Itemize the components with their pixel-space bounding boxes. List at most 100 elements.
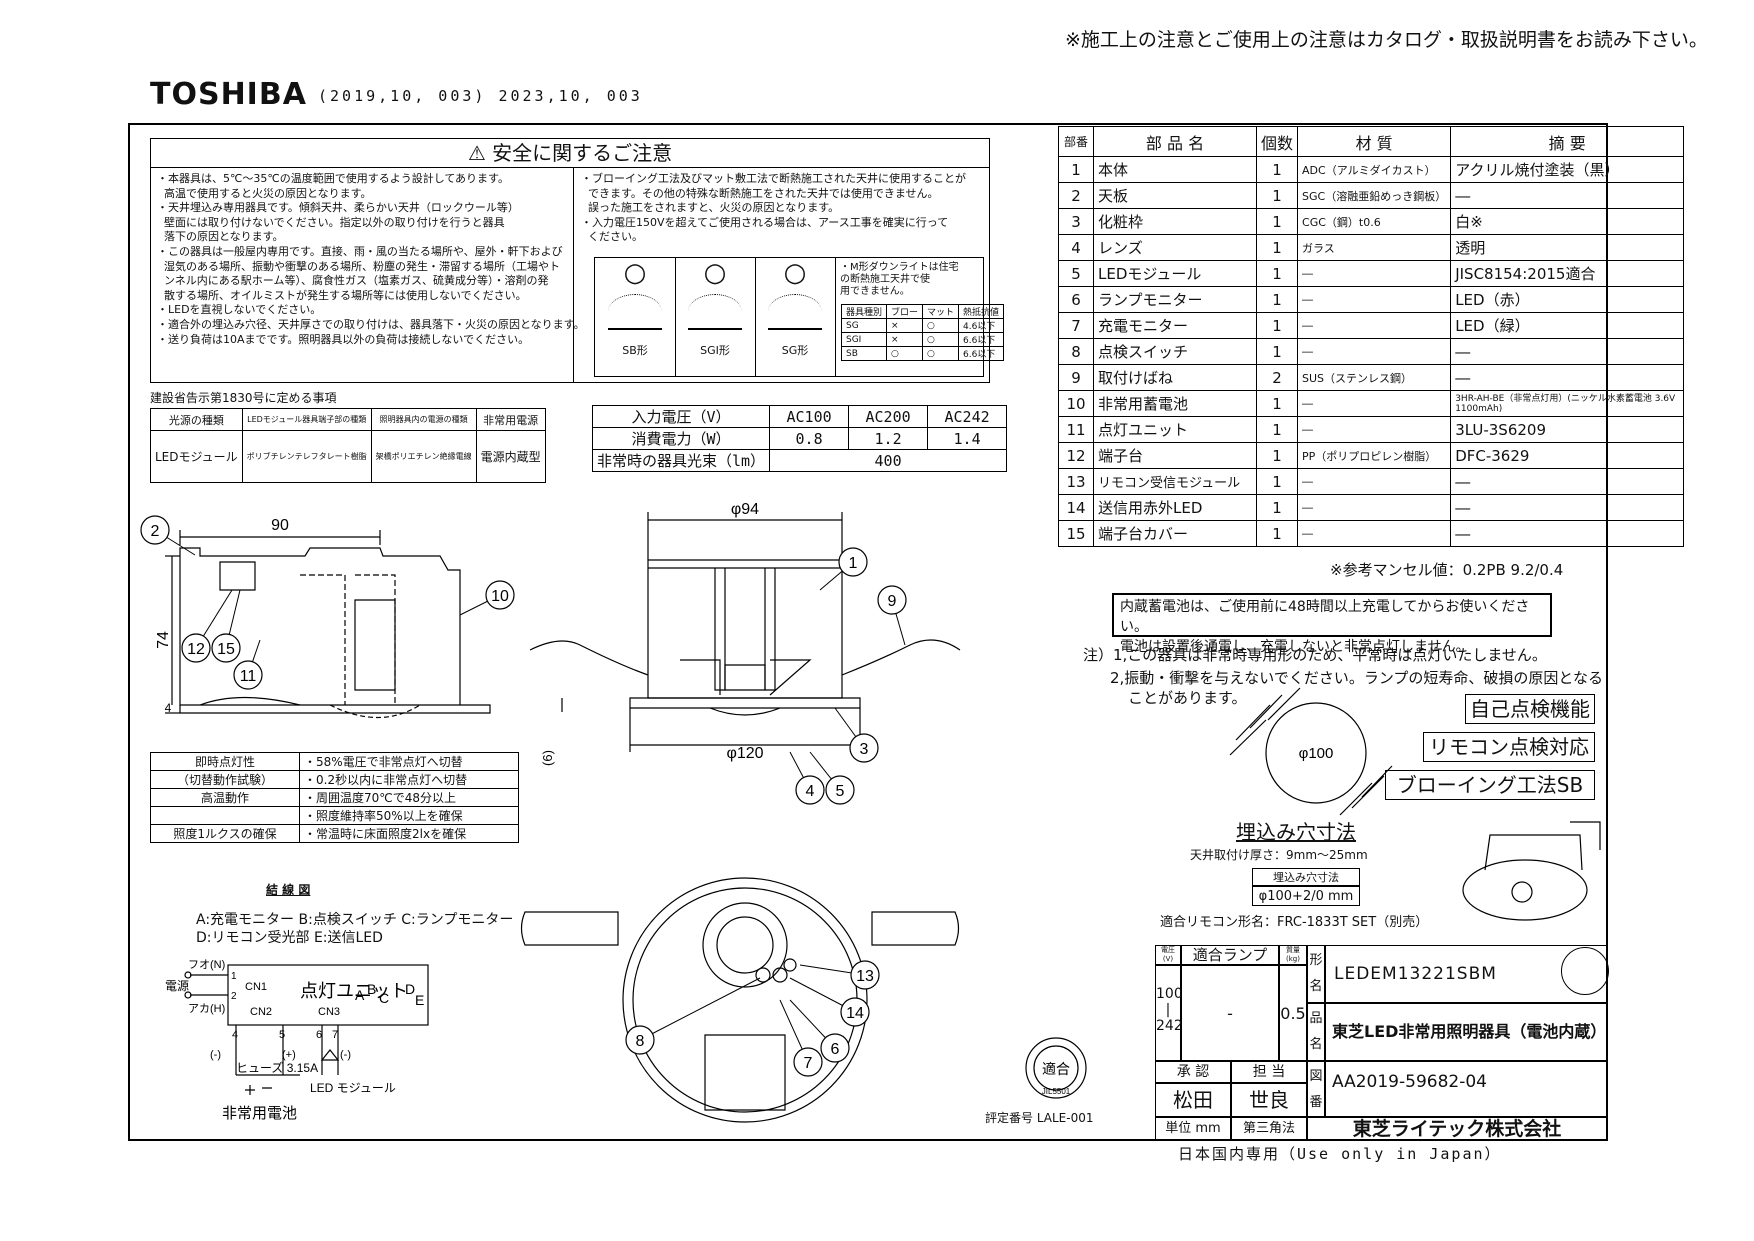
safety-left-line: ・適合外の埋込み穴径、天井厚さでの取り付けは、器具落下・火災の原因となります。 (157, 317, 585, 331)
tb-voltage: 100 | 242 (1155, 965, 1183, 1061)
wiring-pin-2: 2 (231, 991, 237, 1002)
tb-person: 世良 (1231, 1083, 1307, 1117)
wiring-letter-e: E (415, 992, 424, 1008)
parts-cell: ― (1297, 468, 1452, 495)
wiring-letter-b: B (367, 981, 376, 997)
callout-2: 2 (140, 515, 196, 556)
wiring-fuse: ヒューズ 3.15A (236, 1060, 318, 1075)
parts-cell: 化粧枠 (1093, 208, 1257, 235)
front-view (529, 512, 961, 752)
wiring-diagram (184, 964, 429, 1095)
callout-1: 1 (819, 547, 868, 591)
callout-number: 4 (806, 783, 815, 800)
dim-side-top: 4 (165, 701, 172, 715)
stamp-text: 適合 (1042, 1061, 1070, 1077)
callout-5: 5 (809, 751, 855, 805)
parts-cell: 端子台カバー (1093, 520, 1257, 547)
safety-left-text: ・本器具は、5℃～35℃の温度範囲で使用するよう設計してあります。 高温で使用す… (157, 172, 585, 347)
callout-15: 15 (211, 589, 241, 663)
parts-cell: LED（緑） (1450, 312, 1685, 339)
mini-table-row: SG×○4.6以下 (840, 318, 1005, 333)
power-cell: 入力電圧（V） (591, 405, 771, 428)
drawing-frame (128, 123, 1608, 1141)
shape-label: SG形 (781, 344, 809, 357)
parts-cell: 10 (1058, 390, 1094, 417)
parts-cell: 8 (1058, 338, 1094, 365)
embed-table-head: 埋込み穴寸法 (1252, 868, 1360, 886)
insulation-shape: ○SGI形 (675, 258, 756, 376)
parts-head-cell: 部 品 名 (1093, 126, 1257, 157)
tb-unit: 単位 mm (1155, 1117, 1231, 1140)
mini-table-row: SGI×○6.6以下 (840, 332, 1005, 347)
callout-6: 6 (789, 999, 850, 1063)
wiring-letter-c: C (379, 990, 389, 1006)
munsell-note: ※参考マンセル値：0.2PB 9.2/0.4 (1330, 561, 1564, 579)
wiring-white: フオ(N) (188, 958, 225, 971)
safety-left-line: ・天井埋込み専用器具です。傾斜天井、柔らかい天井（ロックウール等） (157, 201, 519, 215)
safety-left-line: 湿気のある場所、振動や衝撃のある場所、粉塵の発生・滞留する場所（工場やト (157, 259, 560, 273)
perf-value: ・照度維持率50%以上を確保 (299, 806, 519, 825)
tb-approve-head: 承 認 (1155, 1061, 1231, 1083)
revision: (2019,10, 003) 2023,10, 003 (318, 87, 643, 105)
callout-7: 7 (779, 999, 823, 1077)
product-sketch (1462, 821, 1601, 921)
remote-model: 適合リモコン形名：FRC-1833T SET（別売） (1160, 915, 1429, 930)
safety-left-line: 壁面には取り付けないでください。指定以外の取り付けを行うと器具 (157, 215, 505, 229)
safety-left-line: ンネル内にある駅ホーム等）、腐食性ガス（塩素ガス、硫黄成分等）・溶剤の発 (157, 274, 549, 288)
callout-number: 15 (217, 641, 235, 658)
wiring-led: LED モジュール (310, 1081, 396, 1095)
rating-number: 評定番号 LALE-001 (985, 1111, 1094, 1125)
dim-front-bottom: φ120 (726, 745, 763, 762)
dim-front-top: φ94 (731, 501, 759, 518)
callout-number: 2 (151, 523, 160, 540)
kokuji-cell: ポリブチレンテレフタレート樹脂 (241, 430, 372, 483)
parts-cell: JISC8154:2015適合 (1450, 260, 1685, 287)
parts-cell: LEDモジュール (1093, 260, 1257, 287)
parts-cell: 13 (1058, 468, 1094, 495)
parts-cell: 1 (1255, 182, 1299, 209)
wiring-letter-a: A (355, 987, 365, 1003)
callout-number: 5 (836, 783, 845, 800)
callout-12: 12 (181, 589, 233, 663)
safety-right-line: 誤った施工をされますと、火災の原因となります。 (581, 201, 840, 215)
bottom-view (520, 877, 960, 1123)
feature-self-check: 自己点検機能 (1465, 694, 1595, 724)
wiring-letter-d: D (405, 981, 415, 997)
parts-cell: ― (1450, 468, 1685, 495)
safety-right-line: できます。その他の特殊な断熱施工をされた天井では使用できません。 (581, 186, 939, 200)
wiring-plus: (+) (282, 1049, 296, 1061)
wiring-pin-5: 5 (279, 1029, 285, 1041)
tb-mass: 0.5 (1279, 965, 1307, 1061)
note-2b: ことがあります。 (1128, 689, 1247, 707)
stamp-ring: JIL5501 (1042, 1087, 1071, 1096)
shape-label: SB形 (622, 344, 648, 357)
safety-left-line: ・本器具は、5℃～35℃の温度範囲で使用するよう設計してあります。 (157, 172, 509, 185)
safety-right-line: ください。 (581, 230, 643, 244)
parts-cell: ― (1450, 182, 1685, 209)
ok-circle-icon: ○ (783, 258, 807, 288)
parts-cell: 1 (1255, 312, 1299, 339)
tb-voltage-head: 電圧(V) (1155, 945, 1181, 965)
parts-cell: 取付けばね (1093, 364, 1257, 391)
callout-number: 12 (187, 641, 205, 658)
dim-side-height: 74 (155, 631, 172, 649)
callout-13: 13 (799, 960, 880, 990)
parts-head: 部番部 品 名個数材 質摘 要 (1058, 126, 1685, 157)
safety-left-line: ・この器具は一般屋内専用です。直接、雨・風の当たる場所や、屋外・軒下および (157, 244, 563, 258)
insulation-panel: ○SB形○SGI形○SG形 ・M形ダウンライトは住宅 の断熱施工天井で使 用でき… (594, 257, 1005, 377)
safety-right-line: ・ブローイング工法及びマット敷工法で断熱施工された天井に使用することが (581, 172, 966, 185)
tb-drawing-no: AA2019-59682-04 (1325, 1061, 1607, 1117)
note-1: 注）1,この器具は非常時専用形のため、平常時は点灯いたしません。 (1083, 646, 1547, 664)
tb-drawing-label: 図番 (1307, 1061, 1325, 1117)
tb-name-label: 品名 (1307, 1003, 1325, 1061)
perf-row: ・照度維持率50%以上を確保 (150, 806, 519, 825)
